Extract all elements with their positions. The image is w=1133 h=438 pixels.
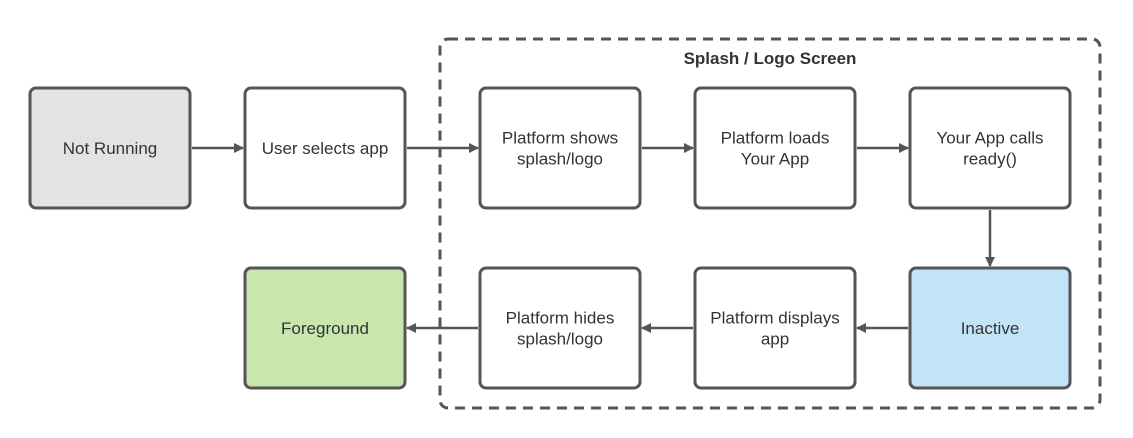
nodes-layer: Not Running User selects app Platform show… [28, 86, 1072, 390]
node-box-platform-shows-splash [478, 86, 642, 210]
node-foreground: Foreground [243, 266, 407, 390]
splash-group-label: Splash / Logo Screen [684, 49, 857, 68]
node-app-calls-ready: Your App calls ready() [908, 86, 1072, 210]
node-label-foreground: Foreground [281, 319, 369, 338]
node-box-platform-displays-app [693, 266, 857, 390]
splash-logo-group: Splash / Logo Screen [438, 37, 1102, 410]
node-box-inactive [908, 266, 1072, 390]
node-platform-shows-splash: Platform shows splash/logo [478, 86, 642, 210]
node-label-platform-loads-app: Your App [741, 150, 809, 169]
node-platform-displays-app: Platform displays app [693, 266, 857, 390]
node-label-app-calls-ready: Your App calls [936, 129, 1043, 148]
node-label-platform-hides-splash: Platform hides [506, 309, 615, 328]
node-label-inactive: Inactive [961, 319, 1020, 338]
node-label-platform-shows-splash: splash/logo [517, 150, 603, 169]
edges-layer [192, 143, 995, 333]
node-not-running: Not Running [28, 86, 192, 210]
node-label-platform-displays-app: Platform displays [710, 309, 839, 328]
node-platform-hides-splash: Platform hides splash/logo [478, 266, 642, 390]
node-box-app-calls-ready [908, 86, 1072, 210]
node-label-platform-shows-splash: Platform shows [502, 129, 618, 148]
node-label-not-running: Not Running [63, 139, 158, 158]
node-inactive: Inactive [908, 266, 1072, 390]
node-user-selects-app: User selects app [243, 86, 407, 210]
splash-group-border [438, 37, 1102, 410]
node-label-platform-loads-app: Platform loads [721, 129, 830, 148]
node-box-not-running [28, 86, 192, 210]
node-label-app-calls-ready: ready() [963, 150, 1017, 169]
node-box-user-selects-app [243, 86, 407, 210]
node-box-platform-loads-app [693, 86, 857, 210]
node-box-foreground [243, 266, 407, 390]
node-label-user-selects-app: User selects app [262, 139, 389, 158]
node-label-platform-displays-app: app [761, 330, 789, 349]
node-box-platform-hides-splash [478, 266, 642, 390]
node-label-platform-hides-splash: splash/logo [517, 330, 603, 349]
